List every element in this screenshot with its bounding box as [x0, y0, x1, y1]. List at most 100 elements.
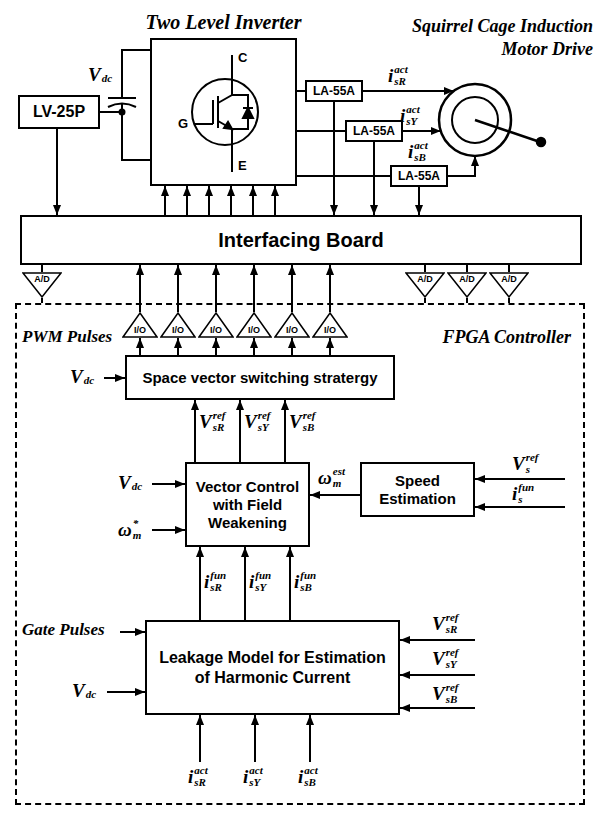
triangle-shape [23, 273, 61, 297]
node-label: Two Level Inverter [146, 11, 302, 34]
symbol-scripts: estm [333, 466, 345, 489]
drawing-stroke [218, 55, 232, 103]
node-label: LA-55A [398, 169, 440, 183]
symbol-base: i [204, 572, 209, 591]
connector [333, 102, 335, 215]
symbol-label: Vdc [118, 472, 142, 493]
subscript: s [526, 464, 539, 476]
superscript: act [249, 765, 262, 777]
triangle-shape [161, 313, 195, 337]
connector [215, 338, 217, 355]
symbol-label: iactsB [408, 140, 428, 163]
drawing-stroke [152, 483, 185, 485]
connector [424, 265, 426, 272]
subscript: s [518, 494, 534, 506]
symbol-scripts: actsB [304, 765, 317, 788]
symbol-scripts: *m [133, 518, 142, 541]
subscript: sY [446, 659, 459, 671]
symbol-label: ifunsB [294, 570, 316, 593]
superscript: ref [446, 612, 459, 624]
symbol-base: i [298, 767, 303, 786]
subscript: sY [255, 582, 271, 594]
symbol-scripts: refsY [258, 410, 271, 433]
adc-triangle: A/D [447, 272, 487, 298]
symbol-base: V [88, 65, 101, 84]
subscript: sR [194, 777, 207, 789]
subscript: sY [406, 116, 419, 128]
drawing-stroke [192, 79, 258, 145]
input-arrows [104, 378, 565, 762]
connector [297, 175, 390, 177]
symbol-label: iactsR [388, 64, 408, 87]
superscript: ref [526, 452, 539, 464]
drawing-stroke [152, 529, 185, 531]
drawing-stroke [537, 138, 545, 146]
symbol-base: i [249, 572, 254, 591]
superscript: act [304, 765, 317, 777]
subscript: m [133, 530, 142, 542]
superscript: fun [255, 570, 271, 582]
subscript: dc [102, 64, 112, 85]
superscript: ref [258, 410, 271, 422]
motor-circle: Squirrel Cage Induction Motor Drive [437, 82, 513, 158]
subscript: dc [132, 472, 142, 493]
connector [329, 338, 331, 355]
subscript: sB [300, 582, 316, 594]
symbol-label: Vdc [70, 366, 94, 387]
triangle-shape [237, 313, 271, 337]
motor-stator [439, 84, 511, 156]
drawing-stroke [400, 674, 475, 676]
symbol-label: VrefsR [199, 410, 226, 433]
drawing-stroke [254, 715, 256, 762]
motor-rotor [452, 97, 498, 143]
subscript: sR [446, 624, 459, 636]
symbol-scripts: refsR [213, 410, 226, 433]
symbol-base: i [188, 767, 193, 786]
connector [164, 186, 166, 215]
superscript: act [194, 765, 207, 777]
subscript: sR [394, 76, 407, 88]
connector [363, 90, 454, 92]
connector [208, 186, 210, 215]
drawing-stroke [475, 478, 565, 480]
drawing-stroke [224, 122, 232, 129]
connector [448, 156, 475, 176]
superscript: ref [303, 410, 316, 422]
drawing-stroke [107, 691, 145, 693]
symbol-scripts: funsB [300, 570, 316, 593]
node-label: Speed Estimation [367, 472, 468, 508]
drawing-stroke [475, 120, 540, 142]
connector [186, 186, 188, 215]
connector [297, 130, 345, 132]
subscript: sR [213, 422, 226, 434]
symbol-scripts: actsY [249, 765, 262, 788]
node-label: I/O [312, 326, 348, 335]
superscript: act [414, 140, 427, 152]
connector [139, 338, 141, 355]
connector [41, 265, 43, 272]
signal-name: PWM Pulses [22, 327, 112, 347]
motor-outline [437, 82, 513, 158]
connector [253, 338, 255, 355]
symbol-label: ωestm [318, 466, 345, 489]
connector [199, 547, 201, 620]
drawing-stroke [243, 108, 253, 118]
terminal-letter: E [238, 158, 247, 173]
node-label: FPGA Controller [442, 327, 571, 348]
connector [373, 142, 375, 215]
connector [274, 186, 276, 215]
process-box: Leakage Model for Estimation of Harmonic… [145, 620, 400, 715]
triangle-shape [448, 273, 486, 297]
subscript: sY [249, 777, 262, 789]
symbol-label: ifuns [512, 482, 534, 505]
subscript: sB [304, 777, 317, 789]
connector [56, 129, 58, 215]
drawing-stroke [108, 97, 136, 99]
connector [177, 338, 179, 355]
triangle-shape [313, 313, 347, 337]
symbol-base: i [243, 767, 248, 786]
connector [244, 547, 246, 620]
node-label: LA-55A [313, 84, 355, 98]
symbol-base: V [432, 614, 445, 633]
drawing-stroke [122, 103, 150, 160]
